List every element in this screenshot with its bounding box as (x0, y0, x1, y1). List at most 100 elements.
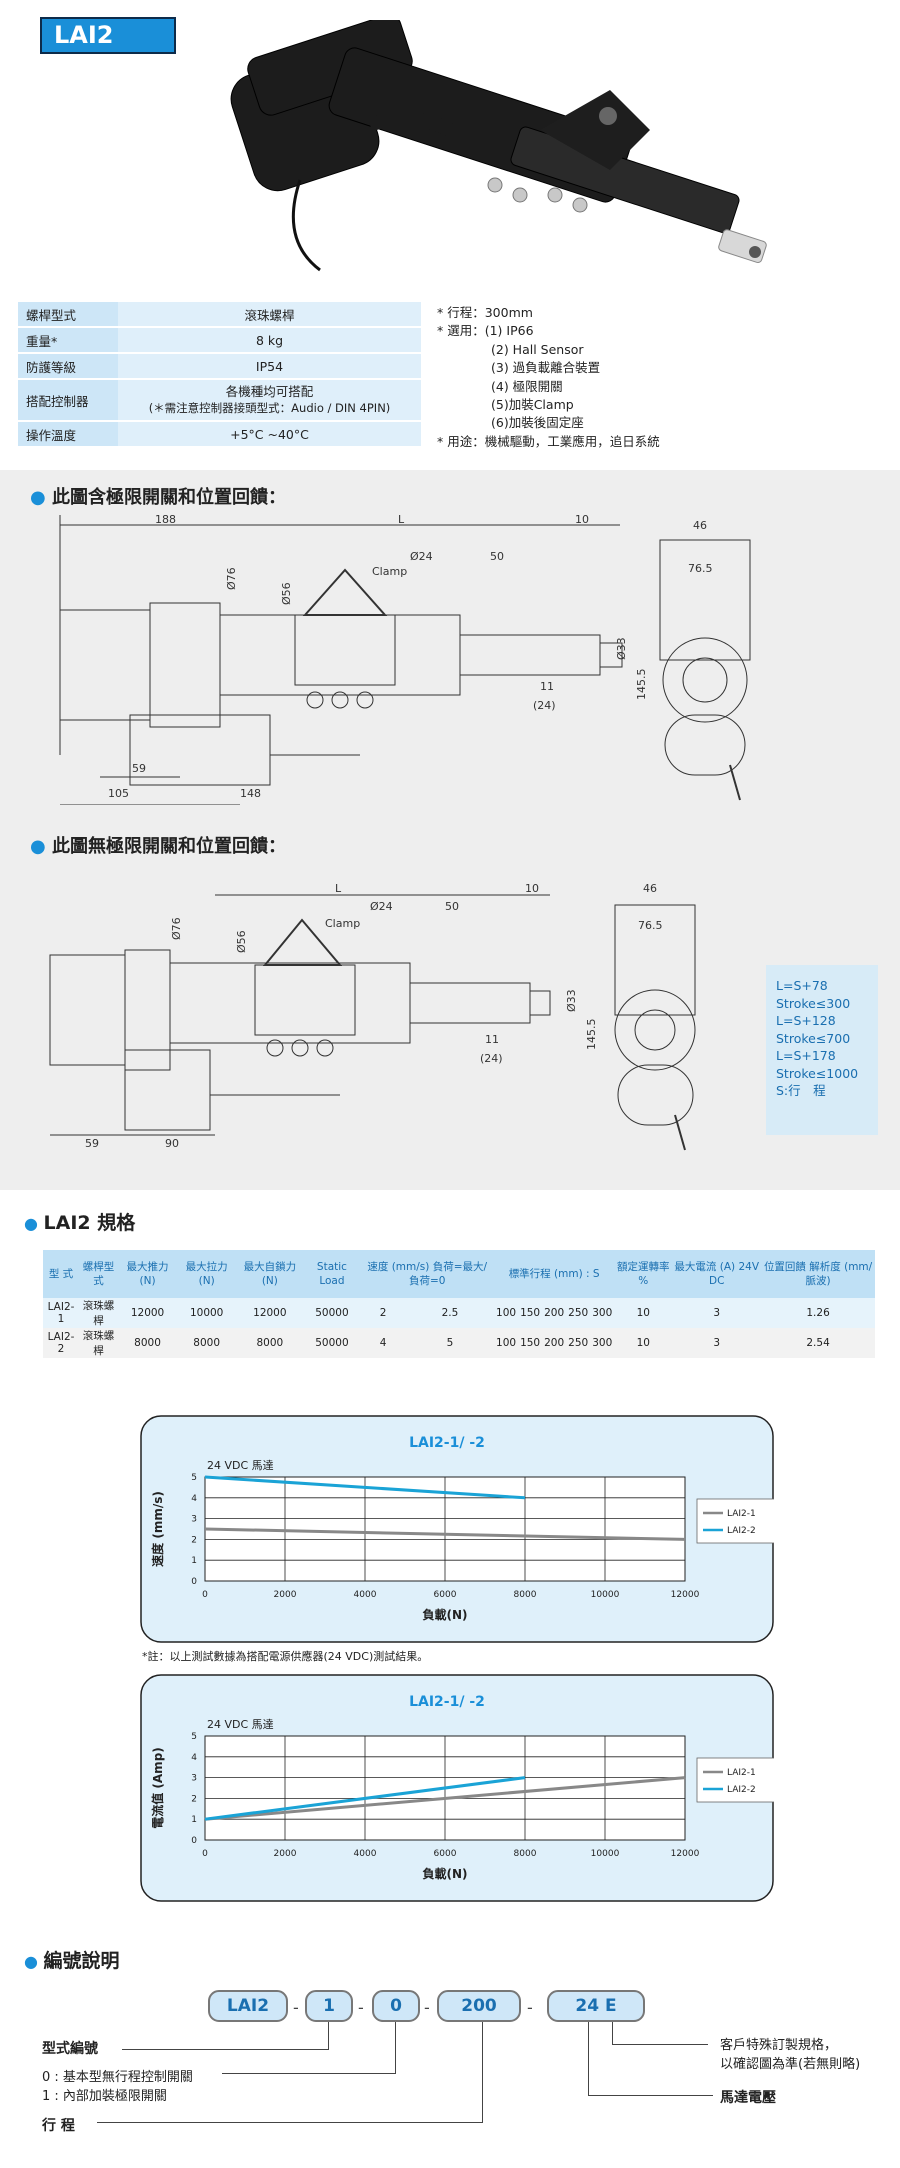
dim: 10 (575, 515, 589, 526)
cell: 2.5 (405, 1298, 495, 1328)
x-tick-label: 4000 (354, 1849, 377, 1859)
y-tick-label: 1 (191, 1815, 197, 1825)
leader-line (395, 2022, 396, 2074)
col-header: 速度 (mm/s) 負荷=最大/負荷=0 (360, 1250, 495, 1298)
spec-row: 搭配控制器各機種均可搭配(＊需注意控制器接頭型式：Audio / DIN 4PI… (18, 379, 421, 422)
model-spec-table: 型 式 螺桿型式 最大推力 (N) 最大拉力 (N) 最大自鎖力 (N) Sta… (43, 1250, 875, 1358)
dim: 59 (132, 762, 146, 775)
spec-value: 8 kg (118, 327, 421, 354)
leader-line (588, 2022, 589, 2096)
length-formula: Stroke≤300 (776, 995, 851, 1011)
spec-value-controller: 各機種均可搭配(＊需注意控制器接頭型式：Audio / DIN 4PIN) (118, 379, 421, 422)
dim: Ø56 (280, 582, 293, 605)
cell: LAI2-1 (43, 1298, 80, 1328)
spec-notes: * 行程：300mm * 選用：(1) IP66 (2) Hall Sensor… (437, 304, 660, 451)
dim: 145.5 (635, 669, 648, 701)
dim: 46 (643, 882, 657, 895)
cell: 200 (542, 1298, 567, 1328)
dim: Ø76 (170, 917, 183, 940)
col-header: 最大電流 (A) 24V DC (672, 1250, 762, 1298)
leader-line (328, 2022, 329, 2050)
dim: L (398, 515, 405, 526)
code-dash: - (293, 1998, 299, 2017)
model-title: LAI2 (40, 17, 176, 54)
spec-key: 操作溫度 (18, 421, 118, 448)
cell: 3 (672, 1328, 762, 1358)
note-option: (2) Hall Sensor (491, 341, 584, 357)
note-option: (4) 極限開關 (491, 378, 563, 394)
table-header-row: 型 式 螺桿型式 最大推力 (N) 最大拉力 (N) 最大自鎖力 (N) Sta… (43, 1250, 875, 1298)
code-part-switch: 0 (372, 1990, 420, 2022)
dim: Ø24 (370, 900, 393, 913)
note-usage: * 用途：機械驅動，工業應用，追日系統 (437, 433, 660, 449)
series-line-lai2-2 (204, 1475, 526, 1500)
dim: 148 (240, 787, 261, 800)
legend-box (696, 1498, 774, 1544)
length-formula: L=S+128 (776, 1013, 836, 1028)
dim: L (335, 882, 342, 895)
label-custom-1: 客戶特殊訂製規格， (720, 2038, 838, 2053)
cell: 滾珠螺桿 (79, 1298, 118, 1328)
dim: 105 (108, 787, 129, 800)
y-tick-label: 5 (191, 1473, 197, 1483)
cell: 300 (590, 1298, 615, 1328)
length-formula: Stroke≤700 (776, 1030, 851, 1046)
cell: 5 (405, 1328, 495, 1358)
product-photo (230, 20, 767, 272)
y-tick-label: 0 (191, 1577, 197, 1587)
dim: 59 (85, 1137, 99, 1150)
length-formula: L=S+178 (776, 1048, 836, 1063)
note-option: (6)加裝後固定座 (491, 415, 584, 431)
label-voltage: 馬達電壓 (720, 2090, 776, 2106)
legend-label: LAI2-2 (727, 1785, 756, 1795)
length-formula: L=S+78 (776, 978, 828, 993)
y-tick-label: 2 (191, 1535, 197, 1545)
cell: 100 (494, 1328, 519, 1358)
dim: 188 (155, 515, 176, 526)
cell: 1.26 (761, 1298, 875, 1328)
x-tick-label: 2000 (274, 1849, 297, 1859)
y-tick-label: 5 (191, 1732, 197, 1742)
cell: 2 (360, 1298, 406, 1328)
spec-value: +5°C ~40°C (118, 421, 421, 448)
label-switch-1: 1 : 內部加裝極限開關 (42, 2089, 167, 2104)
cell: 8000 (117, 1328, 178, 1358)
length-formula-box: L=S+78 Stroke≤300 L=S+128 Stroke≤700 L=S… (766, 965, 878, 1135)
cell: LAI2-2 (43, 1328, 80, 1358)
y-axis-label: 速度 (mm/s) (150, 1491, 165, 1567)
code-dash: - (527, 1998, 533, 2017)
x-tick-label: 6000 (434, 1849, 457, 1859)
col-header: 額定運轉率 % (614, 1250, 673, 1298)
dim: Clamp (325, 917, 360, 930)
cell: 100 (494, 1298, 519, 1328)
legend-label: LAI2-1 (727, 1509, 756, 1519)
coding-title: ● 編號說明 (24, 1950, 120, 1972)
dim: (24) (480, 1052, 503, 1065)
dim: 11 (485, 1033, 499, 1046)
spec-row: 重量*8 kg (18, 327, 421, 354)
note-option: (5)加裝Clamp (491, 397, 574, 413)
spec-value: IP54 (118, 353, 421, 380)
dim: 50 (490, 550, 504, 563)
leader-line (122, 2049, 329, 2050)
x-tick-label: 4000 (354, 1590, 377, 1600)
dim: 50 (445, 900, 459, 913)
col-header: 最大自鎖力 (N) (236, 1250, 304, 1298)
y-axis-label: 電流值 (Amp) (150, 1747, 165, 1829)
legend-label: LAI2-1 (727, 1768, 756, 1778)
label-stroke: 行 程 (42, 2118, 75, 2134)
spec-value: 滾珠螺桿 (118, 302, 421, 328)
drawing1-title: ● 此圖含極限開關和位置回饋： (30, 487, 286, 508)
col-header: 型 式 (43, 1250, 80, 1298)
note-option: (3) 過負載離合裝置 (491, 360, 601, 376)
chart-title: LAI2-1/ -2 (409, 1694, 485, 1710)
cell: 12000 (236, 1298, 304, 1328)
cell: 150 (518, 1328, 543, 1358)
length-formula: S:行 程 (776, 1083, 826, 1098)
y-tick-label: 4 (191, 1494, 197, 1504)
leader-line (97, 2122, 483, 2123)
